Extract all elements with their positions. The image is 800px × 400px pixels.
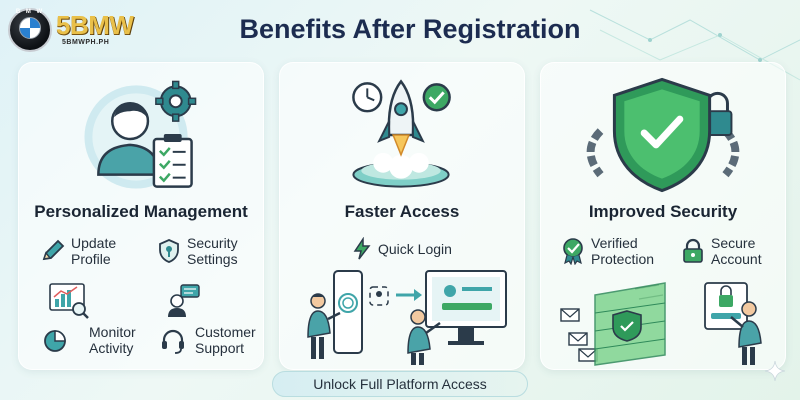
page-title: Benefits After Registration (239, 14, 581, 44)
user-management-illustration (84, 80, 197, 189)
pencil-icon (42, 239, 65, 261)
lightning-icon (353, 237, 371, 260)
feature-label: Customer Support (195, 324, 256, 356)
card-faster-access: Faster Access Quick Login (279, 62, 525, 370)
feature-monitor-activity[interactable]: Monitor Activity (39, 283, 136, 359)
padlock-icon (683, 238, 703, 263)
feature-label: Monitor Activity (89, 324, 136, 356)
rocket-launch-illustration (352, 79, 451, 188)
logo-badge-letters: B M W (15, 9, 45, 15)
sparkle-icon (764, 360, 786, 382)
feature-label: Secure Account (711, 235, 762, 267)
feature-security-settings[interactable]: Security Settings (155, 235, 238, 267)
logo-subtitle: 5BMWPH.PH (62, 39, 110, 46)
brand-logo[interactable]: B M W 5BMW 5BMWPH.PH (8, 6, 148, 54)
feature-label: Quick Login (378, 241, 452, 257)
verified-badge-icon (563, 238, 583, 265)
security-shield-illustration (586, 77, 740, 193)
card-title-improved-security: Improved Security (588, 202, 738, 221)
feature-quick-login[interactable]: Quick Login (350, 237, 452, 261)
feature-customer-support[interactable]: Customer Support (155, 283, 256, 359)
feature-label: Security Settings (187, 235, 238, 267)
feature-update-profile[interactable]: Update Profile (39, 235, 116, 267)
feature-label: Verified Protection (591, 235, 655, 267)
pie-chart-icon (44, 330, 66, 352)
analytics-chart-icon (49, 283, 89, 319)
feature-verified-protection[interactable]: Verified Protection (559, 235, 654, 267)
security-settings-icon (159, 239, 179, 263)
card-improved-security: Improved Security Verified Protection Se… (540, 62, 786, 370)
firewall-scene (560, 282, 762, 366)
feature-secure-account[interactable]: Secure Account (679, 235, 762, 267)
logo-roundel-icon (19, 17, 41, 39)
headset-icon (162, 329, 184, 354)
card-personalized-management: Personalized Management Update Profile S… (18, 62, 264, 370)
quick-login-scene (307, 270, 507, 365)
card-title-faster-access: Faster Access (344, 202, 460, 221)
logo-brand-text: 5BMW (56, 10, 134, 40)
support-agent-icon (168, 284, 200, 317)
unlock-access-banner[interactable]: Unlock Full Platform Access (272, 371, 528, 397)
card-title-personalized-management: Personalized Management (34, 202, 248, 221)
feature-label: Update Profile (71, 235, 117, 267)
